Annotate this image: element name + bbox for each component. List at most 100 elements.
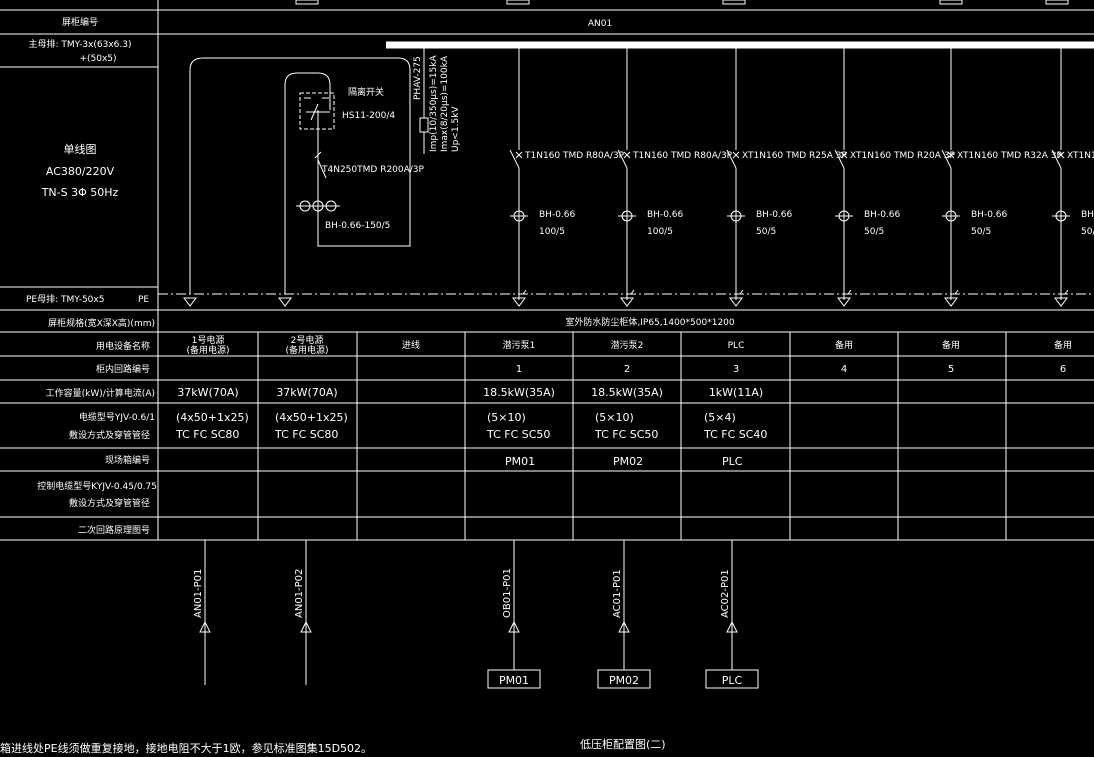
device-name: 进线 xyxy=(402,339,420,351)
cable-spec: (5×10) xyxy=(487,411,526,424)
feeder-ct-model-5: BH-0.66 xyxy=(971,210,1008,220)
outgoing-line-label: AN01-P01 xyxy=(193,569,204,618)
site-box-no: PM02 xyxy=(613,455,643,468)
device-name: PLC xyxy=(728,341,745,351)
label-cable-2: 敷设方式及穿管管径 xyxy=(69,429,150,441)
drawing-title: 低压柜配置图(二) xyxy=(580,738,666,751)
feeder-3: XT1N160 TMD R25A 3P BH-0.66 50/5 xyxy=(726,45,848,307)
incoming-circuits: 隔离开关 HS11-200/4 T4N250TMD R200A/3P BH-0.… xyxy=(183,45,461,307)
feeder-ct-ratio-4: 50/5 xyxy=(864,227,884,237)
label-capacity: 工作容量(kW)/计算电流(A) xyxy=(46,387,155,399)
outgoing-an01-p01: AN01-P01 xyxy=(193,540,211,685)
site-box-no: PLC xyxy=(722,455,743,468)
device-name: 1号电源 xyxy=(192,334,225,346)
table-cells: 1号电源(备用电源)37kW(70A)(4x50+1x25)TC FC SC80… xyxy=(175,334,1072,468)
label-system: TN-S 3Φ 50Hz xyxy=(41,186,119,199)
feeder-ct-model-6: BH-0.66 xyxy=(1081,210,1094,220)
feeder-ct-model-3: BH-0.66 xyxy=(756,210,793,220)
feeder-ct-model-2: BH-0.66 xyxy=(647,210,684,220)
spd-model: PHAV-275 xyxy=(413,56,423,100)
feeder-breaker-6: XT1N160 xyxy=(1067,151,1094,161)
isolator-model: HS11-200/4 xyxy=(342,111,395,121)
column-8: 备用 5 xyxy=(942,339,960,375)
device-name: 备用 xyxy=(835,339,853,351)
outgoing-an01-p02: AN01-P02 xyxy=(294,540,312,685)
feeder-ct-ratio-5: 50/5 xyxy=(971,227,991,237)
label-panel-id: 屏柜编号 xyxy=(62,16,98,28)
label-ctrl-cable-1: 控制电缆型号KYJV-0.45/0.75 xyxy=(37,480,157,492)
cable-laying: TC FC SC80 xyxy=(175,428,239,441)
outgoing-line-label: AN01-P02 xyxy=(294,569,305,618)
label-circuit-no: 柜内回路编号 xyxy=(96,363,150,375)
feeder-ct-model-4: BH-0.66 xyxy=(864,210,901,220)
spd-param-2: Imax(8/20μs)=100kA xyxy=(440,55,450,152)
label-secondary: 二次回路原理图号 xyxy=(78,524,150,536)
incoming-breaker: T4N250TMD R200A/3P xyxy=(321,165,425,175)
circuit-no: 5 xyxy=(948,364,954,375)
circuit-no: 2 xyxy=(624,364,630,375)
feeder-2: T1N160 TMD R80A/3P BH-0.66 100/5 xyxy=(617,45,733,307)
circuit-no: 4 xyxy=(841,364,847,375)
label-ctrl-cable-2: 敷设方式及穿管管径 xyxy=(69,497,150,509)
cable-spec: (4x50+1x25) xyxy=(275,411,348,424)
column-1: 1号电源(备用电源)37kW(70A)(4x50+1x25)TC FC SC80 xyxy=(175,334,249,441)
capacity: 37kW(70A) xyxy=(177,386,238,399)
panel-number: AN01 xyxy=(588,19,612,29)
cable-laying: TC FC SC50 xyxy=(486,428,550,441)
feeder-6: XT1N160BH-0.66 50/5 xyxy=(1051,45,1094,307)
outgoing-line-label: AC01-P01 xyxy=(612,569,623,618)
cable-laying: TC FC SC80 xyxy=(274,428,338,441)
device-name: 备用 xyxy=(942,339,960,351)
panel-spec-value: 室外防水防尘柜体,IP65,1400*500*1200 xyxy=(565,316,735,328)
site-box-label: PLC xyxy=(722,674,743,687)
feeder-ct-ratio-6: 50/5 xyxy=(1081,227,1094,237)
table-grid xyxy=(0,0,1094,541)
column-9: 备用 6 xyxy=(1054,339,1072,375)
device-name: 潜污泵1 xyxy=(503,339,536,351)
label-spec: 屏柜规格(宽X深X高)(mm) xyxy=(48,317,155,329)
column-3: 进线 xyxy=(402,339,420,351)
outgoing-line-label: OB01-P01 xyxy=(502,568,513,618)
spd-param-3: Up<1.5kV xyxy=(451,106,461,152)
label-cable-1: 电缆型号YJV-0.6/1 xyxy=(79,411,155,423)
device-name: 2号电源 xyxy=(291,334,324,346)
label-pe: PE xyxy=(138,295,149,305)
label-main-bus-2: +(50x5) xyxy=(79,54,116,64)
circuit-no: 6 xyxy=(1060,364,1066,375)
feeder-ct-ratio-3: 50/5 xyxy=(756,227,776,237)
device-note: (备用电源) xyxy=(285,344,328,356)
feeder-breaker-2: T1N160 TMD R80A/3P xyxy=(632,151,733,161)
circuit-no: 3 xyxy=(733,364,739,375)
circuit-no: 1 xyxy=(516,364,522,375)
label-main-bus-1: 主母排: TMY-3x(63x6.3) xyxy=(29,38,132,50)
label-pe-bus: PE母排: TMY-50x5 xyxy=(26,293,104,305)
feeder-breaker-3: XT1N160 TMD R25A 3P xyxy=(742,151,848,161)
label-single-line: 单线图 xyxy=(64,142,97,156)
cable-laying: TC FC SC40 xyxy=(703,428,767,441)
capacity: 1kW(11A) xyxy=(709,386,763,399)
device-name: 备用 xyxy=(1054,339,1072,351)
cable-spec: (5×10) xyxy=(595,411,634,424)
feeder-ct-model-1: BH-0.66 xyxy=(539,210,576,220)
device-note: (备用电源) xyxy=(186,344,229,356)
capacity: 37kW(70A) xyxy=(276,386,337,399)
feeder-breaker-4: XT1N160 TMD R20A 3P xyxy=(850,151,956,161)
cable-laying: TC FC SC50 xyxy=(594,428,658,441)
feeder-ct-ratio-1: 100/5 xyxy=(539,227,565,237)
feeder-ct-ratio-2: 100/5 xyxy=(647,227,673,237)
cable-spec: (5×4) xyxy=(704,411,736,424)
column-7: 备用 4 xyxy=(835,339,853,375)
column-2: 2号电源(备用电源) 37kW(70A) (4x50+1x25) TC FC SC80 xyxy=(274,334,348,441)
site-box-no: PM01 xyxy=(505,455,535,468)
